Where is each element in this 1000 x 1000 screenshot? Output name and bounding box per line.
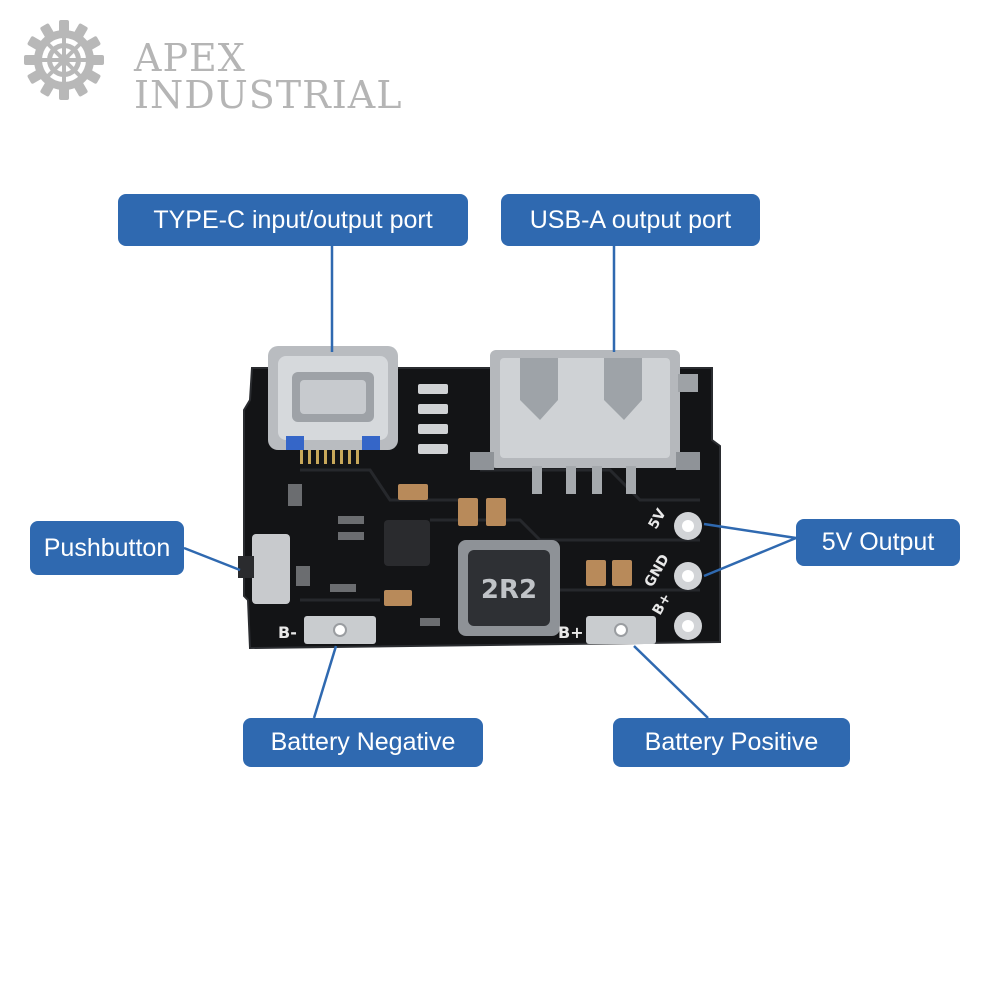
brand-line-2: INDUSTRIAL [134, 73, 403, 117]
callout-battery-negative: Battery Negative [243, 718, 483, 767]
ic-chip [384, 520, 430, 566]
gear-icon [24, 20, 104, 100]
callout-type-c: TYPE-C input/output port [118, 194, 468, 246]
inductor-label: 2R2 [481, 575, 537, 605]
callout-pushbutton: Pushbutton [30, 521, 184, 575]
brand-name: APEX INDUSTRIAL [134, 36, 403, 117]
board-label-b-plus: B+ [558, 623, 584, 642]
leader-battery-negative [312, 645, 338, 719]
inductor: 2R2 [458, 540, 560, 636]
leader-5v-a [703, 522, 797, 540]
leader-pushbutton [183, 546, 241, 572]
callout-5v-output: 5V Output [796, 519, 960, 566]
output-pads [674, 512, 702, 640]
brand-logo: APEX INDUSTRIAL [22, 18, 401, 114]
usb-a-port [470, 350, 700, 494]
callout-usb-a: USB-A output port [501, 194, 760, 246]
leader-battery-positive [633, 645, 709, 719]
leader-5v-b [703, 536, 797, 578]
board-label-b-minus: B- [278, 623, 297, 642]
brand-line-1: APEX [134, 36, 246, 80]
pushbutton-switch [238, 534, 290, 604]
callout-battery-positive: Battery Positive [613, 718, 850, 767]
type-c-port [268, 346, 398, 464]
